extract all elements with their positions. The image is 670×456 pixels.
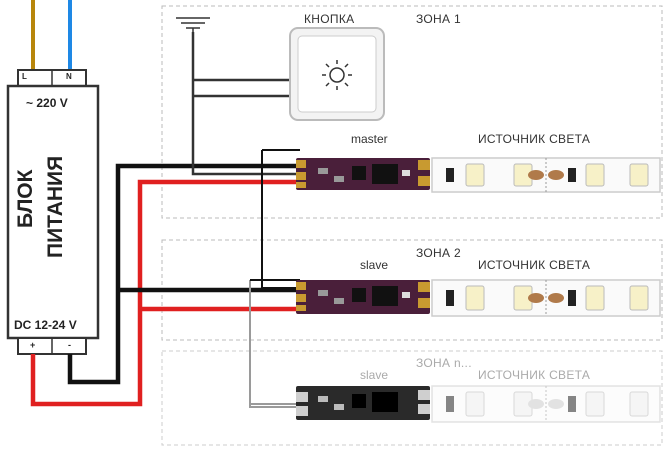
controller-master[interactable] bbox=[296, 158, 430, 190]
controller-slave-1[interactable] bbox=[296, 280, 430, 314]
psu-terminal-minus: - bbox=[68, 340, 71, 350]
zone-2-controller-label: slave bbox=[360, 258, 389, 272]
led-strip-zone-2 bbox=[431, 279, 661, 317]
led-strips bbox=[431, 157, 661, 423]
wire-ground bbox=[191, 32, 300, 176]
zone-n-title: ЗОНА n... bbox=[416, 356, 472, 370]
led-strip-zone-n bbox=[431, 385, 661, 423]
psu-terminal-l-label: L bbox=[22, 72, 27, 81]
wire-red-psu-main bbox=[30, 179, 300, 407]
zone-1-box bbox=[161, 5, 663, 219]
psu-terminal-plus: + bbox=[30, 340, 36, 350]
psu-output-voltage: DC 12-24 V bbox=[14, 318, 77, 332]
button-label: КНОПКА bbox=[304, 12, 355, 26]
zone-2-light-label: ИСТОЧНИК СВЕТА bbox=[478, 258, 591, 272]
zone-n-box bbox=[161, 350, 663, 446]
zone-1-title: ЗОНА 1 bbox=[416, 12, 461, 26]
psu-body bbox=[6, 84, 100, 340]
zone-n-light-label: ИСТОЧНИК СВЕТА bbox=[478, 368, 591, 382]
zone-1-light-label: ИСТОЧНИК СВЕТА bbox=[478, 132, 591, 146]
data-link-2 bbox=[249, 280, 296, 408]
sun-icon bbox=[322, 60, 352, 90]
controller-slave-n[interactable] bbox=[296, 386, 430, 420]
wire-black-psu-main bbox=[67, 163, 300, 385]
zone-1-controller-label: master bbox=[351, 132, 388, 146]
zone-n-controller-label: slave bbox=[360, 368, 389, 382]
psu-input-voltage: ~ 220 V bbox=[26, 96, 68, 110]
psu-title-line2: ПИТАНИЯ bbox=[44, 155, 67, 258]
led-strip-zone-1 bbox=[431, 157, 661, 193]
zone-2-title: ЗОНА 2 bbox=[416, 246, 461, 260]
psu-terminal-n-label: N bbox=[66, 72, 72, 81]
data-link-1 bbox=[261, 150, 300, 289]
psu-title-line1: БЛОК bbox=[14, 169, 37, 228]
